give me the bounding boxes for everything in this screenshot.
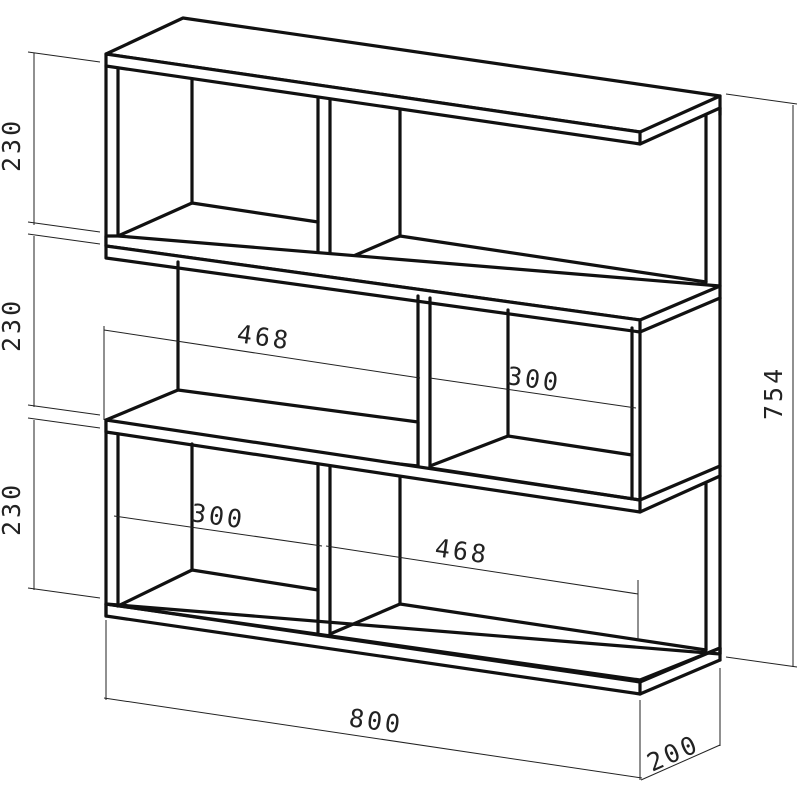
dimension-lines xyxy=(27,51,798,781)
dim-bottom-tier-height: 230 xyxy=(0,482,26,536)
dim-total-height: 754 xyxy=(759,366,788,420)
middle-tier xyxy=(176,260,722,502)
dim-total-width: 800 xyxy=(347,703,405,739)
shelf-2-top xyxy=(104,234,722,322)
middle-lower-shelf xyxy=(104,388,722,514)
dimension-labels: 230 230 230 754 800 200 468 300 300 468 xyxy=(0,118,788,778)
middle-upper-shelf xyxy=(104,234,722,334)
dim-depth: 200 xyxy=(643,729,704,778)
dim-top-tier-height: 230 xyxy=(0,118,26,172)
dim-middle-tier-height: 230 xyxy=(0,298,26,352)
base-board xyxy=(104,602,722,696)
dim-middle-left-width: 468 xyxy=(235,319,293,355)
bottom-tier xyxy=(104,430,722,656)
dim-middle-right-width: 300 xyxy=(505,361,563,397)
dim-bottom-left-width: 300 xyxy=(189,498,247,534)
top-tier xyxy=(104,16,722,288)
